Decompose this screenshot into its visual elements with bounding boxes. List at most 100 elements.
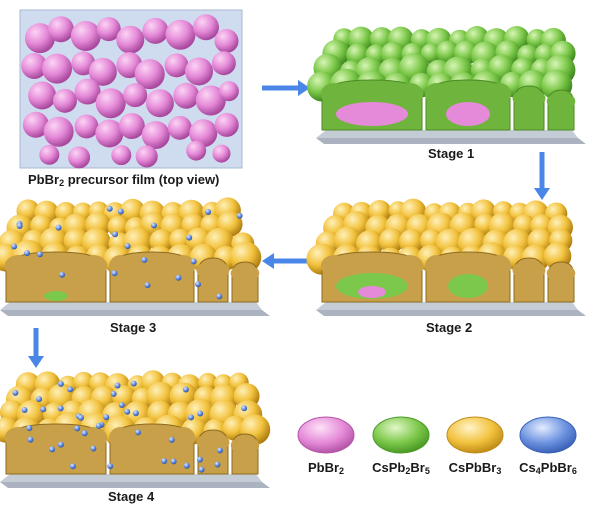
pbbr2-grain — [24, 23, 55, 54]
substrate-top — [0, 302, 262, 310]
stage1-film — [306, 25, 586, 144]
pbbr2-grain — [167, 115, 192, 140]
grain-cap — [150, 255, 175, 277]
grain-cap — [487, 255, 512, 277]
pbbr2-grain — [214, 28, 239, 53]
cs4pbbr6-particle — [49, 446, 56, 453]
pbbr2-grain — [141, 121, 170, 150]
cs4pbbr6-particle — [90, 445, 97, 452]
cs4pbbr6-particle — [135, 429, 142, 436]
pbbr2-grain — [22, 111, 49, 138]
cs4pbbr6-particle — [198, 466, 205, 473]
cs4pbbr6-particle — [161, 457, 168, 464]
grain-cap — [512, 260, 546, 280]
cs4pbbr6-particle — [26, 425, 33, 432]
cs4pbbr6-particle — [175, 274, 182, 281]
cs4pbbr6-particle — [16, 223, 23, 230]
cspb2br5-core — [44, 291, 68, 301]
pbbr2-grain — [142, 17, 169, 44]
cspbbr3-grain — [120, 198, 145, 224]
grain-cap — [129, 427, 154, 449]
grain-cap — [345, 83, 374, 105]
pbbr2-grains — [21, 14, 239, 169]
cs4pbbr6-particle — [188, 414, 195, 421]
precursor-film-panel — [19, 9, 243, 169]
cs4pbbr6-particle — [67, 386, 74, 393]
legend — [297, 416, 577, 454]
cs4pbbr6-particle — [57, 380, 64, 387]
pbbr2-grain — [192, 14, 219, 41]
pbbr2-grain — [173, 82, 200, 109]
grain-cap — [445, 83, 470, 105]
cs4pbbr6-particle — [117, 208, 124, 215]
cs4pbbr6-particle — [81, 430, 88, 437]
cs4pbbr6-particle — [124, 408, 131, 415]
cs4pbbr6-particle — [124, 243, 131, 250]
cs4pbbr6-particle — [36, 396, 43, 403]
cs4pbbr6-particle — [77, 414, 84, 421]
pbbr2-grain — [212, 144, 231, 163]
grain-cap — [320, 255, 349, 277]
cs4pbbr6-particle — [144, 282, 151, 289]
pbbr2-grain — [88, 57, 117, 86]
substrate-top — [316, 302, 578, 310]
pbbr2-grain — [211, 51, 236, 76]
pbbr2-grain — [42, 53, 73, 84]
grain-cap — [171, 427, 196, 449]
cs4pbbr6-particle — [183, 462, 190, 469]
cs4pbbr6-particle — [132, 410, 139, 417]
pbbr2-grain — [47, 16, 74, 43]
cs4pbbr6-particle — [197, 410, 204, 417]
grain-cap — [196, 260, 230, 280]
pbbr2-grain — [68, 146, 91, 169]
cs4pbbr6-particle — [216, 447, 223, 454]
grain-cap — [108, 427, 133, 449]
legend-cspb2br5-label: CsPb2Br5 — [372, 460, 430, 476]
legend-cspbbr3-label: CsPbBr3 — [448, 460, 502, 476]
cs4pbbr6-particle — [110, 390, 117, 397]
pbbr2-grain — [74, 78, 101, 105]
cs4pbbr6-particle — [11, 243, 18, 250]
cs4pbbr6-particle — [241, 405, 248, 412]
arrow-head-1 — [298, 80, 310, 96]
cs4pbbr6-particle — [111, 270, 118, 277]
cs4pbbr6-particle — [114, 382, 121, 389]
stage3-film — [0, 197, 270, 316]
cs4pbbr6-particle — [74, 425, 81, 432]
pbbr2-grain — [135, 145, 158, 168]
cs4pbbr6-particle — [36, 251, 43, 258]
pbbr2-grain — [186, 140, 207, 161]
pbbr2-grain — [165, 19, 196, 50]
cs4pbbr6-particle — [150, 222, 157, 229]
legend-pbbr2-label: PbBr2 — [307, 460, 345, 476]
grain-cap — [546, 92, 576, 110]
cs4pbbr6-particle — [106, 205, 113, 212]
grain-cap — [230, 436, 260, 455]
grain-cap — [546, 264, 576, 283]
pbbr2-grain — [214, 112, 239, 137]
grain-cap — [370, 255, 399, 277]
flow-arrows — [28, 80, 550, 368]
substrate-top — [316, 130, 578, 138]
grain-cap — [395, 255, 424, 277]
pbbr2-grain — [134, 59, 165, 90]
cs4pbbr6-particle — [195, 281, 202, 288]
grain-cap — [196, 432, 230, 452]
cs4pbbr6-particle — [24, 250, 31, 257]
legend-cs4pbbr6-label: Cs4PbBr6 — [519, 460, 577, 476]
legend-cspbbr3-swatch — [446, 416, 504, 454]
grain-cap — [171, 255, 196, 277]
pbbr2-core — [446, 102, 490, 126]
cs4pbbr6-particle — [182, 386, 189, 393]
legend-pbbr2-swatch — [297, 416, 355, 454]
cs4pbbr6-particle — [40, 406, 47, 413]
cs4pbbr6-particle — [170, 458, 177, 465]
pbbr2-grain — [116, 25, 145, 54]
grain-cap — [395, 83, 424, 105]
substrate-front — [0, 482, 270, 488]
cspbbr3-grain — [107, 215, 130, 238]
grain-cap — [4, 427, 33, 449]
cspbbr3-grain — [378, 228, 404, 254]
pbbr2-grain — [52, 88, 77, 113]
